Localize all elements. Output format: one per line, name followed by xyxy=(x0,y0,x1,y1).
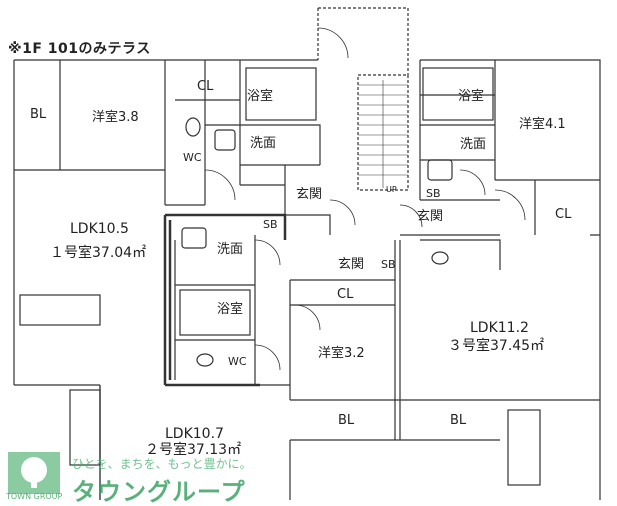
label-bl-mid-b: BL xyxy=(450,413,467,428)
wall-unit1-bedroom xyxy=(14,60,206,206)
outer-wall-right xyxy=(420,59,601,500)
label-ldk-1-size: LDK10.5 xyxy=(70,221,129,237)
door-swing-unit2-c xyxy=(294,304,321,331)
label-cl-right: CL xyxy=(555,207,572,222)
terrace-note: ※1F 101のみテラス xyxy=(8,41,151,57)
kitchen-counter-unit2 xyxy=(69,389,101,466)
label-bl-mid-a: BL xyxy=(338,413,355,428)
label-senmen-a: 洗面 xyxy=(250,136,277,151)
label-sb-b: SB xyxy=(381,258,396,271)
door-swing-stair xyxy=(317,27,349,59)
toilet-icon-unit1 xyxy=(185,117,201,137)
label-senmen-c: 洗面 xyxy=(460,137,487,152)
label-yoshitsu-b: 洋室3.2 xyxy=(318,346,365,361)
wall-unit2-bath xyxy=(174,235,256,385)
door-swing-unit1-b xyxy=(329,199,356,226)
label-sb-c: SB xyxy=(426,187,441,200)
wall-unit1-entry xyxy=(240,165,331,235)
door-swing-unit3-b xyxy=(494,189,526,221)
label-ldk-3-unit: ３号室37.45㎡ xyxy=(448,338,545,354)
door-swing-unit3-c xyxy=(399,204,423,228)
wall-unit2-balcony xyxy=(255,384,500,441)
label-sb-a: SB xyxy=(263,218,278,231)
outer-wall-left xyxy=(13,59,318,500)
bathtub-unit1 xyxy=(245,67,317,121)
label-genkan-b: 玄関 xyxy=(338,257,365,272)
label-yoshitsu-c: 洋室4.1 xyxy=(519,117,566,132)
label-ldk-3-size: LDK11.2 xyxy=(470,320,529,336)
label-yokushitsu-c: 浴室 xyxy=(458,89,485,104)
label-ldk-2-size: LDK10.7 xyxy=(165,426,224,442)
door-swing-unit3-a xyxy=(459,169,486,196)
door-swing-unit2-b xyxy=(254,344,281,371)
label-cl-top-left: CL xyxy=(197,79,214,94)
label-yokushitsu-a: 浴室 xyxy=(247,89,274,104)
wall-thick-divider xyxy=(163,213,287,385)
label-cl-mid: CL xyxy=(337,287,354,302)
toilet-icon-unit2 xyxy=(196,353,214,367)
label-ldk-2-unit: ２号室37.13㎡ xyxy=(145,442,242,458)
sink-icon-unit3 xyxy=(427,159,453,181)
label-wc-b: WC xyxy=(228,355,247,368)
bathtub-unit3 xyxy=(422,67,494,121)
wall-unit2-closet xyxy=(289,240,396,440)
toilet-icon-unit3 xyxy=(431,251,449,265)
label-yokushitsu-b: 浴室 xyxy=(217,302,244,317)
kitchen-counter-unit1 xyxy=(19,294,101,326)
bathtub-unit2 xyxy=(179,289,251,336)
label-genkan-a: 玄関 xyxy=(296,187,323,202)
sink-icon-unit2 xyxy=(181,227,207,249)
wall-unit3-rooms xyxy=(399,179,600,400)
label-bl-left: BL xyxy=(30,107,47,122)
label-senmen-b: 洗面 xyxy=(217,242,244,257)
label-yoshitsu-a: 洋室3.8 xyxy=(92,110,139,125)
sink-icon-unit1 xyxy=(214,129,236,151)
door-swing-unit2-a xyxy=(254,239,281,266)
label-ldk-1-unit: １号室37.04㎡ xyxy=(50,245,147,261)
town-group-logo-icon xyxy=(8,452,60,494)
label-genkan-c: 玄関 xyxy=(417,209,444,224)
logo-sub: TOWN GROUP xyxy=(6,492,63,501)
logo-name: タウングループ xyxy=(72,478,246,506)
stair-outline xyxy=(317,7,409,191)
door-swing-unit1-a xyxy=(204,169,236,201)
wall-unit3-bath xyxy=(419,60,496,200)
kitchen-counter-unit3 xyxy=(507,409,541,486)
label-wc-a: WC xyxy=(183,151,202,164)
logo-tagline: ひとを、まちを、もっと豊かに。 xyxy=(72,457,252,471)
label-stair-up: UP xyxy=(386,185,397,194)
wall-unit1-bath xyxy=(175,60,321,185)
